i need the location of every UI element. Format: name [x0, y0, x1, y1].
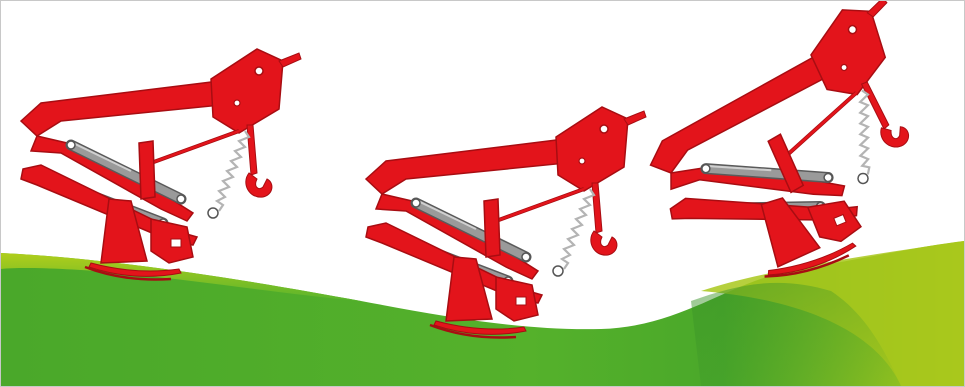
- mower-unit-left: [21, 49, 301, 280]
- mower-unit-middle: [366, 107, 646, 338]
